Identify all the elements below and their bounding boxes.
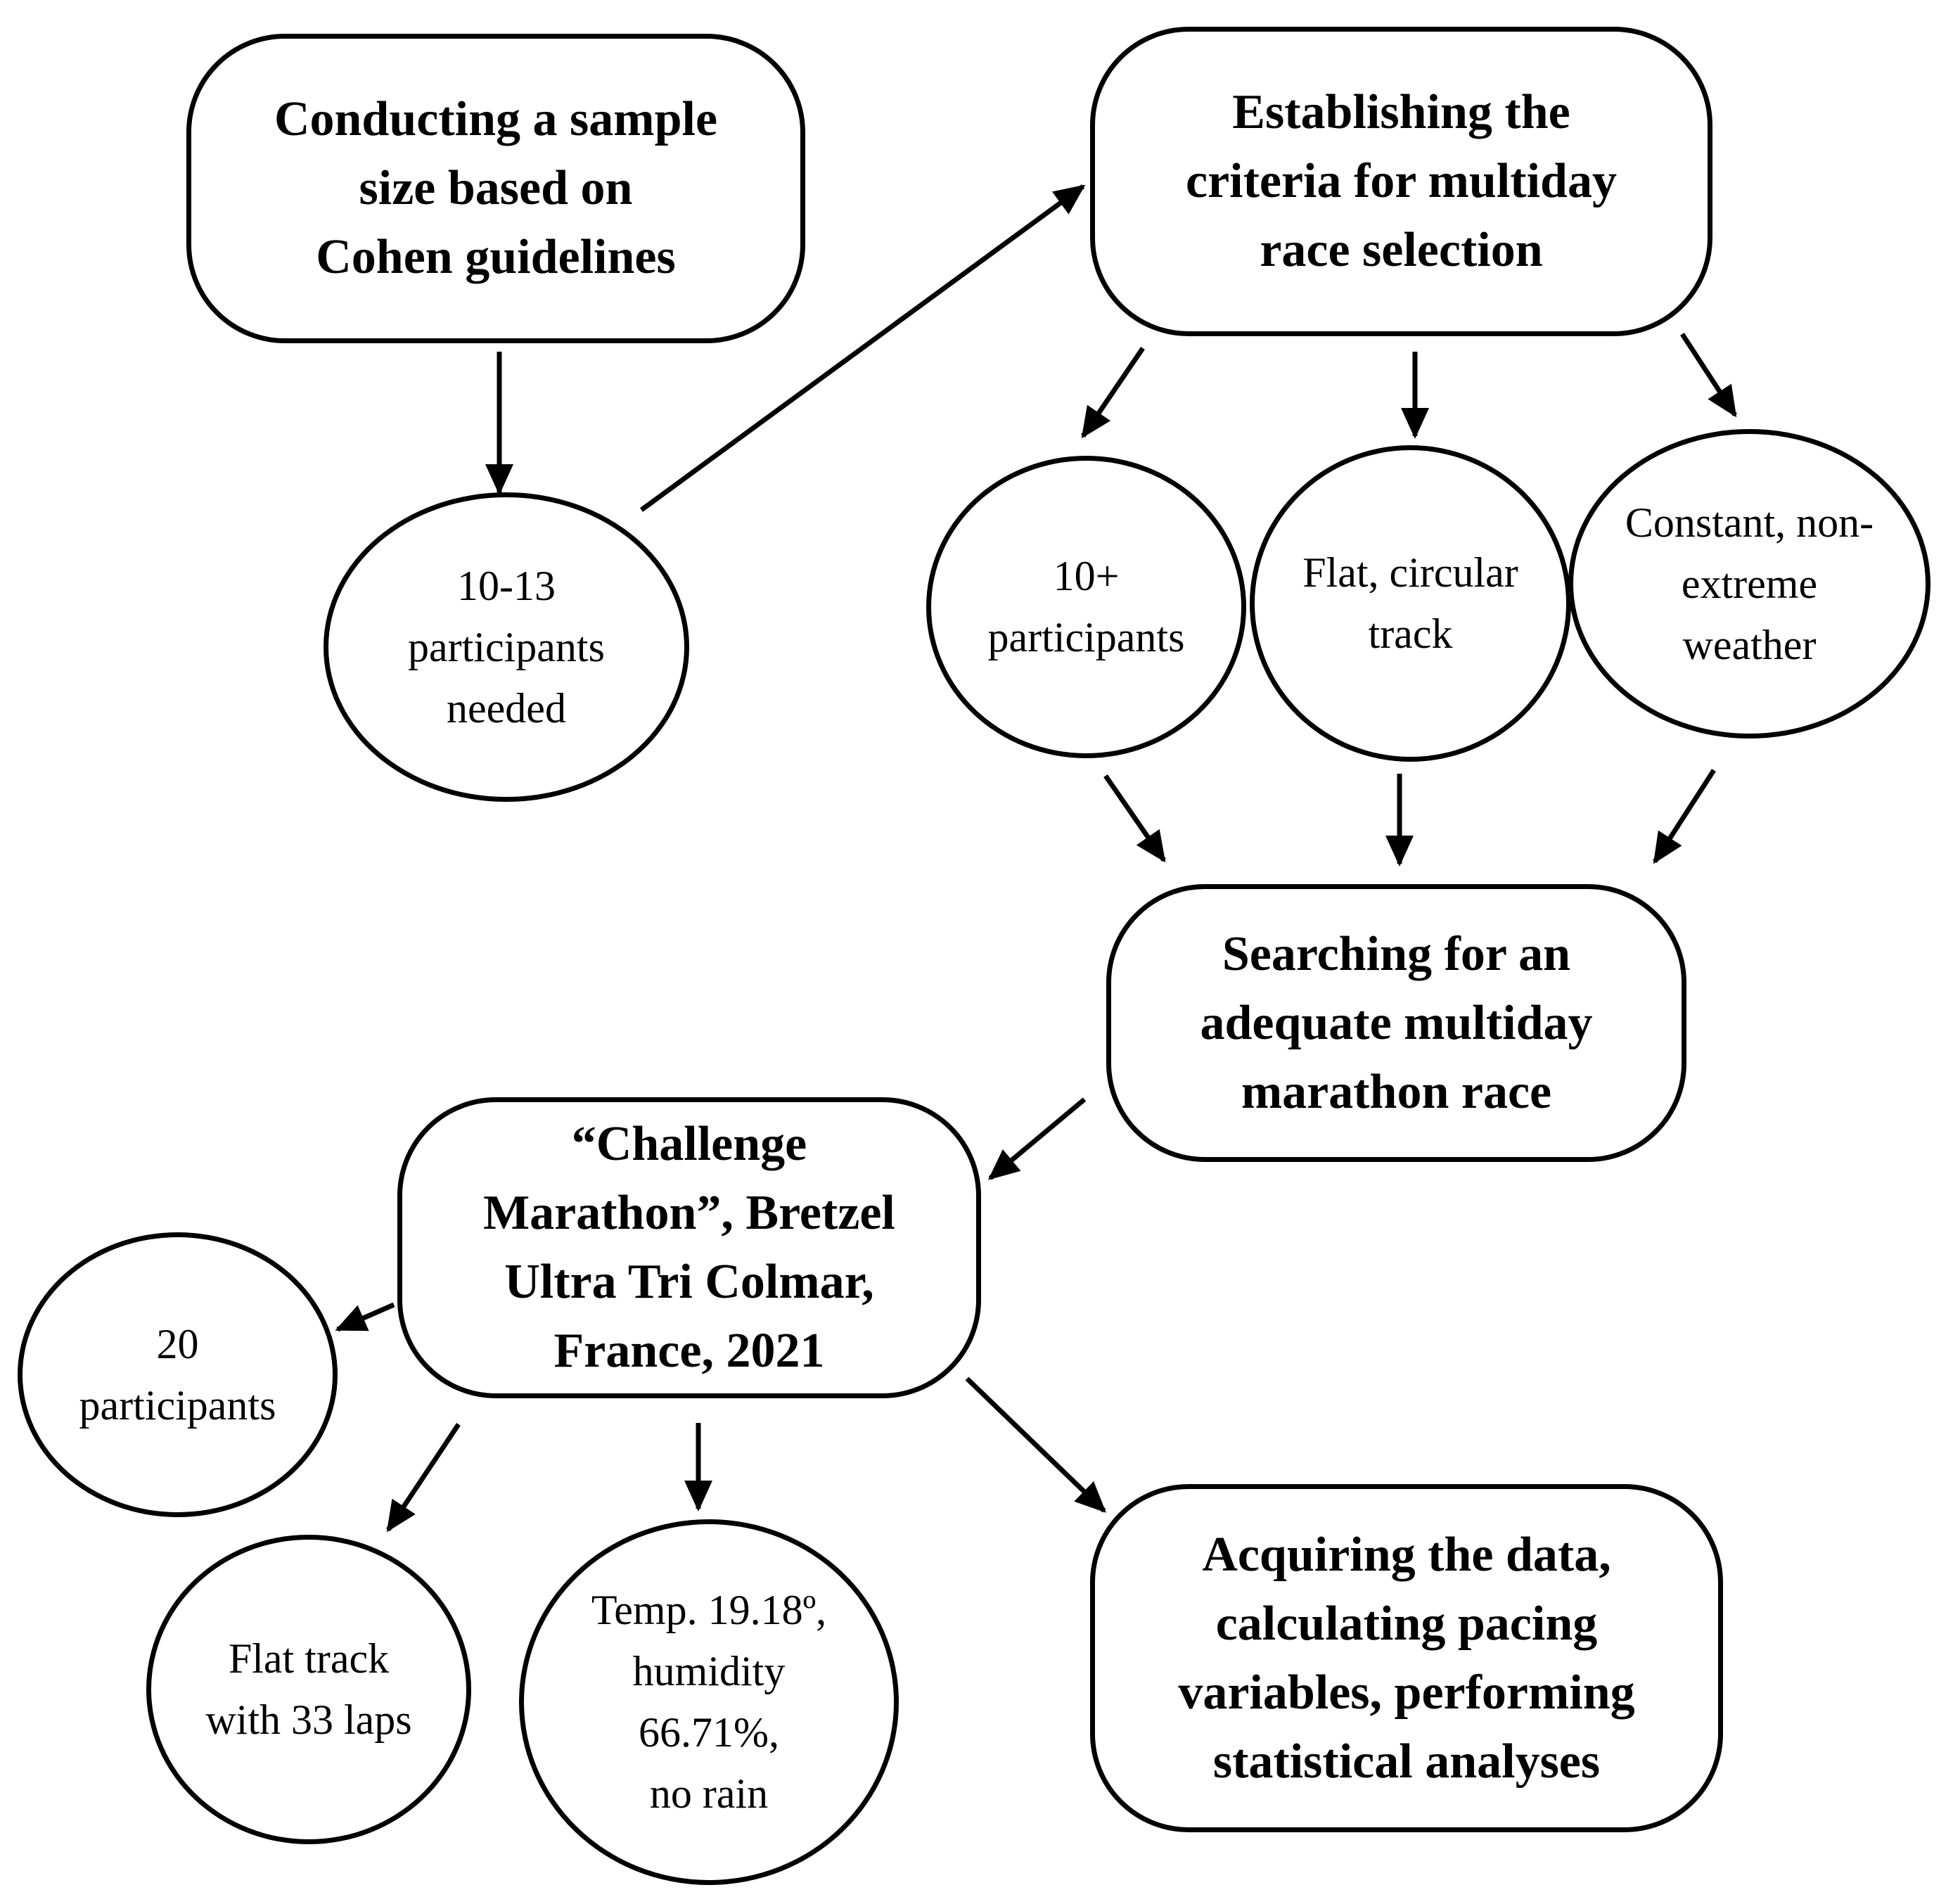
arrow-criteria-to-participants (1081, 347, 1145, 439)
flat-track-label: Flat track with 33 laps (205, 1635, 412, 1743)
arrow-weather-to-searching (1653, 769, 1716, 864)
criterion-track-label: Flat, circular track (1302, 549, 1518, 657)
arrow-searching-to-challenge (987, 1097, 1087, 1180)
sample-size-box: Conducting a sample size based on Cohen … (186, 34, 805, 343)
criterion-participants-circle: 10+ participants (926, 456, 1246, 758)
criteria-box: Establishing the criteria for multiday r… (1090, 27, 1712, 336)
participants-needed-label: 10-13 participants needed (408, 562, 605, 731)
criterion-weather-label: Constant, non- extreme weather (1625, 499, 1874, 668)
criteria-label: Establishing the criteria for multiday r… (1186, 85, 1617, 277)
arrow-criteria-to-weather (1680, 333, 1737, 418)
criterion-weather-circle: Constant, non- extreme weather (1568, 429, 1930, 739)
race-weather-label: Temp. 19.18º, humidity 66.71%, no rain (591, 1587, 827, 1817)
participants-needed-circle: 10-13 participants needed (324, 492, 689, 802)
participants-20-circle: 20 participants (18, 1232, 338, 1517)
arrow-challenge-to-20 (335, 1302, 395, 1332)
participants-20-label: 20 participants (79, 1320, 276, 1429)
acquiring-data-box: Acquiring the data, calculating pacing v… (1090, 1484, 1723, 1832)
arrow-needed-to-criteria (639, 184, 1086, 512)
searching-label: Searching for an adequate multiday marat… (1200, 926, 1593, 1119)
acquiring-data-label: Acquiring the data, calculating pacing v… (1178, 1527, 1635, 1789)
sample-size-label: Conducting a sample size based on Cohen … (274, 92, 718, 284)
race-weather-circle: Temp. 19.18º, humidity 66.71%, no rain (519, 1519, 899, 1885)
searching-box: Searching for an adequate multiday marat… (1106, 884, 1686, 1162)
challenge-marathon-label: “Challenge Marathon”, Bretzel Ultra Tri … (483, 1117, 895, 1378)
arrow-challenge-to-acquiring (965, 1376, 1106, 1513)
arrow-challenge-to-flat (386, 1423, 461, 1533)
challenge-marathon-box: “Challenge Marathon”, Bretzel Ultra Tri … (397, 1097, 981, 1398)
arrow-participants-to-searching (1103, 774, 1166, 863)
criterion-participants-label: 10+ participants (987, 553, 1185, 660)
flat-track-circle: Flat track with 33 laps (146, 1535, 471, 1844)
criterion-track-circle: Flat, circular track (1250, 445, 1571, 762)
